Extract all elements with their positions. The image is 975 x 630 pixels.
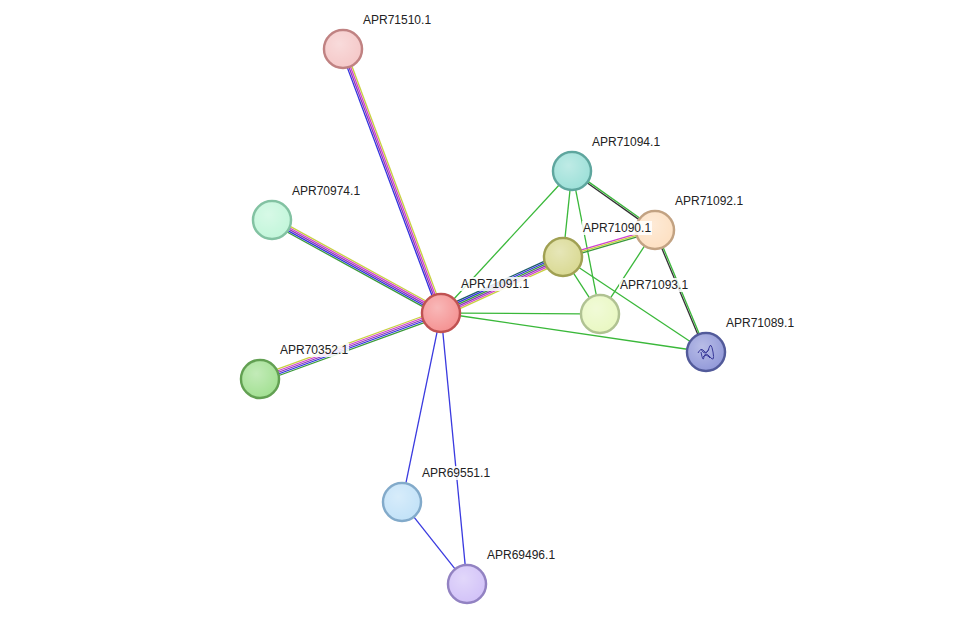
node-circle (239, 358, 281, 400)
edge-strand (459, 266, 546, 306)
edge-strand (287, 232, 423, 307)
protein-node: APR71093.1 (581, 295, 619, 333)
node-circle (551, 150, 593, 192)
protein-node: APR71094.1 (553, 152, 591, 190)
interaction-edge (347, 66, 436, 296)
edge-strand (565, 190, 570, 238)
edge-strand (573, 273, 589, 298)
protein-node: APR70974.1 (253, 201, 291, 239)
interaction-edge (443, 332, 465, 565)
interaction-edge (587, 181, 640, 219)
edge-strand (277, 318, 422, 371)
edge-strand (457, 261, 544, 301)
edge-strand (458, 264, 545, 304)
node-label: APR70974.1 (291, 184, 361, 198)
interaction-edge (581, 234, 637, 253)
protein-node: APR70352.1 (241, 360, 279, 398)
edge-strand (288, 231, 424, 306)
edge-strand (289, 228, 425, 303)
interaction-edge (565, 190, 570, 238)
edge-strand (414, 517, 455, 569)
node-circle (685, 331, 727, 373)
node-circle (542, 236, 584, 278)
edge-strand (352, 66, 437, 294)
protein-node: APR69551.1 (383, 483, 421, 521)
edge-strand (576, 190, 597, 296)
edge-strand (277, 317, 422, 370)
protein-node: APR71091.1 (422, 294, 460, 332)
node-label: APR71510.1 (362, 13, 432, 27)
edge-strand (460, 269, 547, 309)
node-circle (446, 563, 488, 605)
edge-strand (459, 267, 546, 307)
node-circle (420, 292, 462, 334)
node-label: APR70352.1 (279, 343, 349, 357)
edge-strand (279, 323, 424, 376)
edge-strand (581, 235, 637, 251)
edge-strand (454, 185, 559, 299)
interaction-edge (460, 316, 687, 349)
node-circle (579, 293, 621, 335)
edge-strand (350, 67, 435, 295)
edge-strand (406, 332, 437, 484)
interaction-edge (457, 261, 548, 308)
edge-strand (582, 237, 638, 253)
interaction-edge (414, 517, 455, 569)
interaction-edge (576, 190, 597, 296)
interaction-edge (277, 317, 424, 376)
node-circle (322, 28, 364, 70)
protein-node: APR71090.1 (544, 238, 582, 276)
edge-strand (587, 183, 639, 220)
node-circle (381, 481, 423, 523)
edge-strand (347, 68, 432, 296)
node-label: APR71091.1 (460, 277, 530, 291)
edge-strand (289, 229, 425, 304)
interaction-edge (573, 273, 589, 298)
node-label: APR69496.1 (486, 548, 556, 562)
node-label: APR71094.1 (591, 135, 661, 149)
interaction-edge (460, 313, 581, 315)
protein-node: APR71089.1 (687, 333, 725, 371)
interaction-edge (454, 185, 559, 299)
protein-node: APR69496.1 (448, 565, 486, 603)
edge-strand (579, 268, 690, 342)
edge-strand (290, 226, 426, 301)
edge-strand (443, 332, 465, 565)
edge-strand (581, 234, 637, 250)
node-label: APR71093.1 (619, 278, 689, 292)
edge-strand (457, 263, 544, 303)
node-label: APR71090.1 (582, 221, 652, 235)
node-label: APR71089.1 (725, 316, 795, 330)
edge-strand (460, 312, 581, 314)
node-label: APR71092.1 (674, 194, 744, 208)
node-label: APR69551.1 (421, 466, 491, 480)
interaction-edge (579, 268, 690, 342)
interaction-edge (287, 226, 426, 306)
edge-strand (278, 320, 423, 373)
edge-strand (460, 316, 687, 349)
edge-strand (278, 321, 423, 374)
protein-node: APR71510.1 (324, 30, 362, 68)
interaction-edge (406, 332, 437, 484)
node-circle (251, 199, 293, 241)
edge-strand (349, 67, 434, 295)
edge-strand (588, 181, 640, 218)
